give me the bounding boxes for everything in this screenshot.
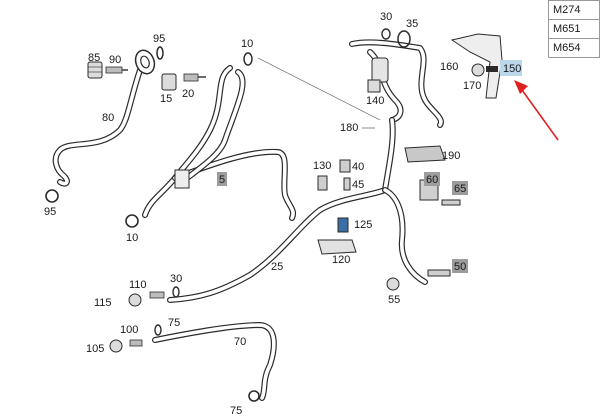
bracket-part-160[interactable] [450,33,503,99]
cap-part-105[interactable] [109,339,123,353]
callout-180: 180 [340,122,358,134]
valve-part-90[interactable] [105,66,128,74]
bolt-part-65[interactable] [441,199,461,206]
callout-150: 150 [503,63,521,75]
callout-25: 25 [271,261,283,273]
hose-part-25[interactable] [167,117,428,303]
callout-120: 120 [332,254,350,266]
screw-part-150[interactable] [486,66,498,72]
callout-105: 105 [86,343,104,355]
clip-part-140[interactable] [367,79,381,93]
hose-part-70[interactable] [152,322,277,401]
callout-95: 95 [153,33,165,45]
callout-30: 30 [170,273,182,285]
callout-190: 190 [442,150,460,162]
fitting-part-95[interactable] [132,48,157,77]
valve-part-110[interactable] [149,291,165,299]
hose-part-80[interactable] [52,67,143,187]
pipe-part-upper-right[interactable] [349,39,444,128]
sensor-part-130[interactable] [317,175,328,191]
highlight-label-box [500,60,522,76]
label-box [217,172,227,186]
callout-100: 100 [120,324,138,336]
label-box [452,259,468,273]
callout-30: 30 [380,11,392,23]
engine-row: M654 [548,38,600,58]
callout-55: 55 [388,294,400,306]
cap-part-15[interactable] [161,73,177,91]
callout-45: 45 [352,179,364,191]
callout-110: 110 [129,279,147,291]
callout-75: 75 [168,317,180,329]
o-ring-part-75-bottom[interactable] [248,390,260,402]
label-box [424,172,440,186]
highlight-arrow [514,80,559,141]
o-ring-part-30-lower[interactable] [172,286,180,298]
callout-10: 10 [126,232,138,244]
cap-part-55[interactable] [386,277,400,291]
o-ring-part-10-top[interactable] [243,52,253,66]
callout-70: 70 [234,336,246,348]
leader-line [257,57,381,121]
bracket-part-190[interactable] [404,145,446,163]
valve-part-100[interactable] [129,339,143,347]
callout-75: 75 [230,405,242,416]
callout-170: 170 [463,80,481,92]
callout-115: 115 [94,297,112,309]
o-ring-part-30[interactable] [381,28,391,40]
callout-85: 85 [88,52,100,64]
valve-part-20[interactable] [183,73,206,82]
nut-part-40[interactable] [339,159,351,173]
valve-part-45[interactable] [343,177,351,191]
cap-part-115[interactable] [128,293,142,307]
engine-code: M654 [548,38,600,58]
callout-130: 130 [313,160,331,172]
o-ring-part-95-top[interactable] [156,46,164,60]
o-ring-part-75-top[interactable] [154,324,162,336]
callout-35: 35 [406,18,418,30]
cap-part-85[interactable] [87,61,103,79]
o-ring-part-95-bottom[interactable] [45,189,59,203]
o-ring-part-35[interactable] [397,30,411,48]
callout-60: 60 [426,174,438,186]
bolt-part-50[interactable] [427,269,451,277]
bracket-part-120[interactable] [317,239,357,255]
engine-variant-table: M274 M651 M654 [548,0,600,58]
callout-10: 10 [241,38,253,50]
callout-5: 5 [219,174,225,186]
callout-125: 125 [354,219,372,231]
label-box [452,181,468,195]
hose-assembly-part-5[interactable] [142,65,297,221]
callout-160: 160 [440,61,458,73]
callout-50: 50 [454,261,466,273]
callout-80: 80 [102,112,114,124]
nut-part-170[interactable] [471,63,485,77]
screw-part-125[interactable] [337,217,349,233]
callout-95: 95 [44,206,56,218]
callout-15: 15 [160,93,172,105]
o-ring-part-10-bottom[interactable] [125,214,139,228]
callout-40: 40 [352,161,364,173]
callout-20: 20 [182,88,194,100]
callout-90: 90 [109,54,121,66]
callout-140: 140 [366,95,384,107]
callout-65: 65 [454,183,466,195]
